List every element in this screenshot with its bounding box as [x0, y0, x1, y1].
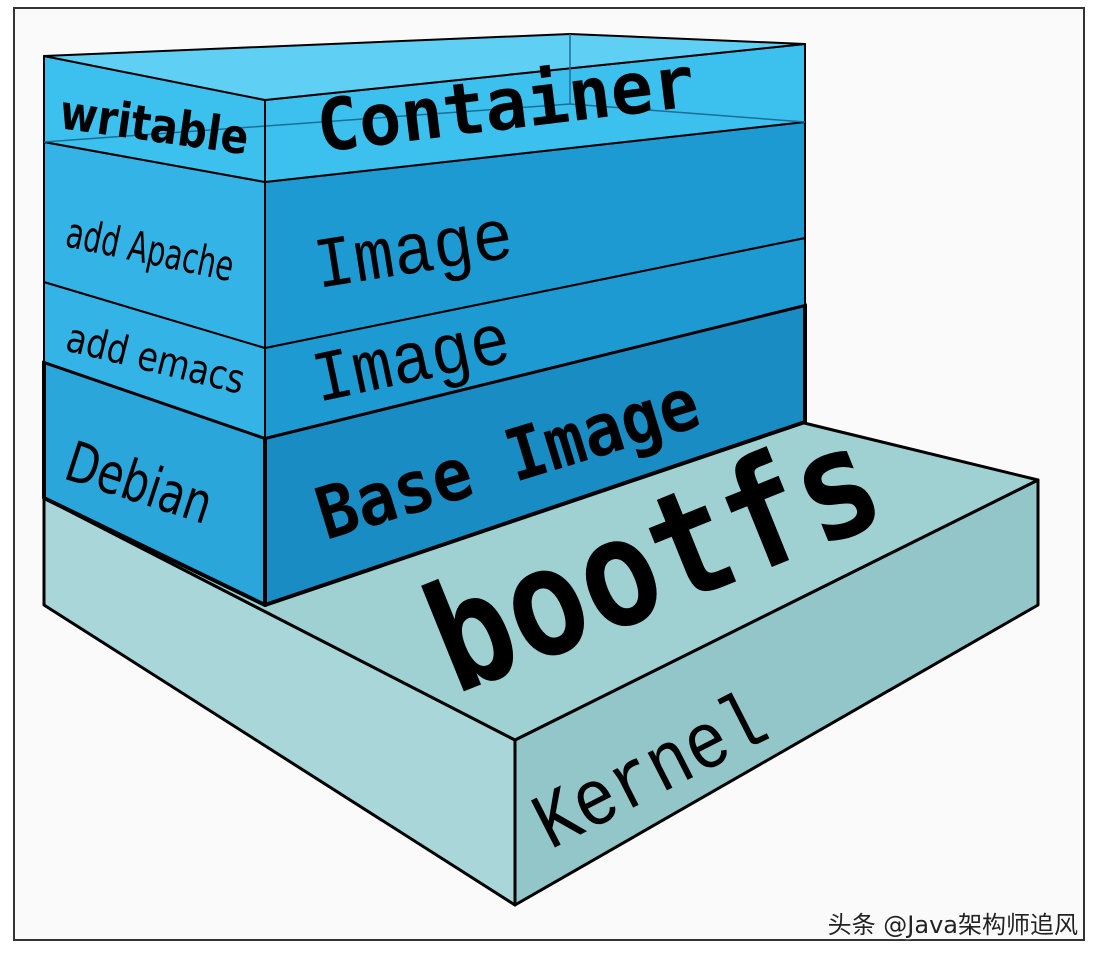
container-layer-top — [43, 33, 806, 101]
watermark-text: 头条 @Java架构师追风 — [827, 911, 1078, 939]
